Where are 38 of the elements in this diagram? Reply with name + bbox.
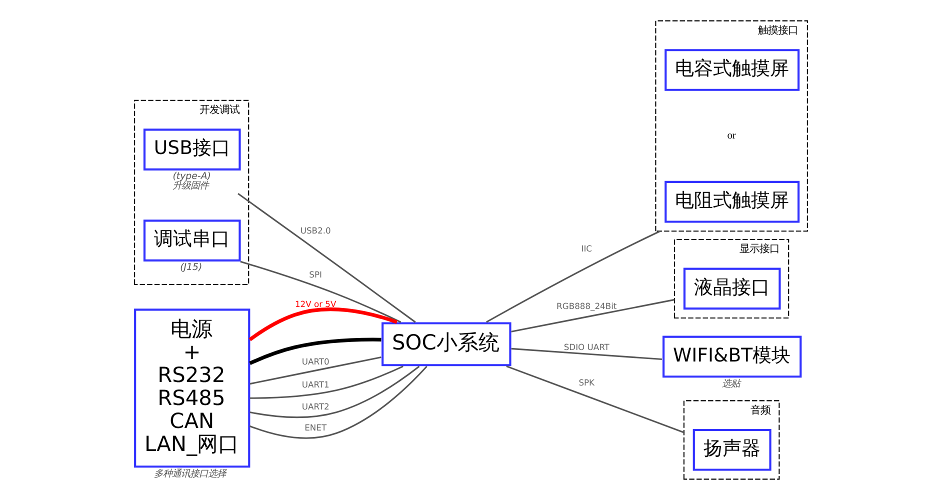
connector (249, 366, 420, 418)
node-label: 选贴 (722, 378, 740, 390)
edge-label: SPK (578, 377, 594, 388)
node-box: USB接口 (142, 128, 240, 170)
connector (510, 348, 662, 360)
edge-label: SDIO UART (563, 342, 609, 352)
node-box: 电阻式触摸屏 (664, 180, 800, 223)
edge-label: UART1 (301, 380, 329, 390)
edge-label: 12V or 5V (294, 298, 336, 309)
connector (249, 356, 381, 385)
connector (240, 260, 401, 323)
connector (249, 366, 403, 399)
node-box: 液晶接口 (682, 268, 780, 310)
connector (506, 365, 684, 434)
edge-label: RGB888_24Bit (556, 301, 616, 312)
connector (510, 298, 674, 332)
node-label: 升级固件 (172, 180, 208, 192)
connector (248, 366, 427, 439)
edge-label: SPI (308, 270, 322, 280)
node-box: 电容式触摸屏 (664, 49, 800, 91)
edge-label: USB2.0 (300, 226, 330, 236)
node-box: SOC小系统 (381, 322, 511, 366)
connector (248, 307, 398, 342)
edge-label: UART0 (301, 356, 329, 366)
node-box: WIFI&BT模块 (662, 336, 802, 378)
connector (486, 230, 660, 323)
connector (248, 338, 381, 365)
node-label: 多种通讯接口选择 (153, 468, 226, 480)
node-label: (J15) (180, 262, 202, 274)
node-box: 电源 + RS232 RS485 CAN LAN_网口 (134, 308, 250, 468)
edge-label: ENET (304, 422, 326, 432)
node-box: 扬声器 (692, 428, 771, 471)
node-box: 调试串口 (142, 220, 240, 262)
edge-label: IIC (580, 243, 592, 254)
label: or (726, 130, 736, 142)
connector (237, 192, 416, 323)
node-label: (type-A) (172, 171, 210, 182)
edge-label: UART2 (301, 401, 329, 412)
